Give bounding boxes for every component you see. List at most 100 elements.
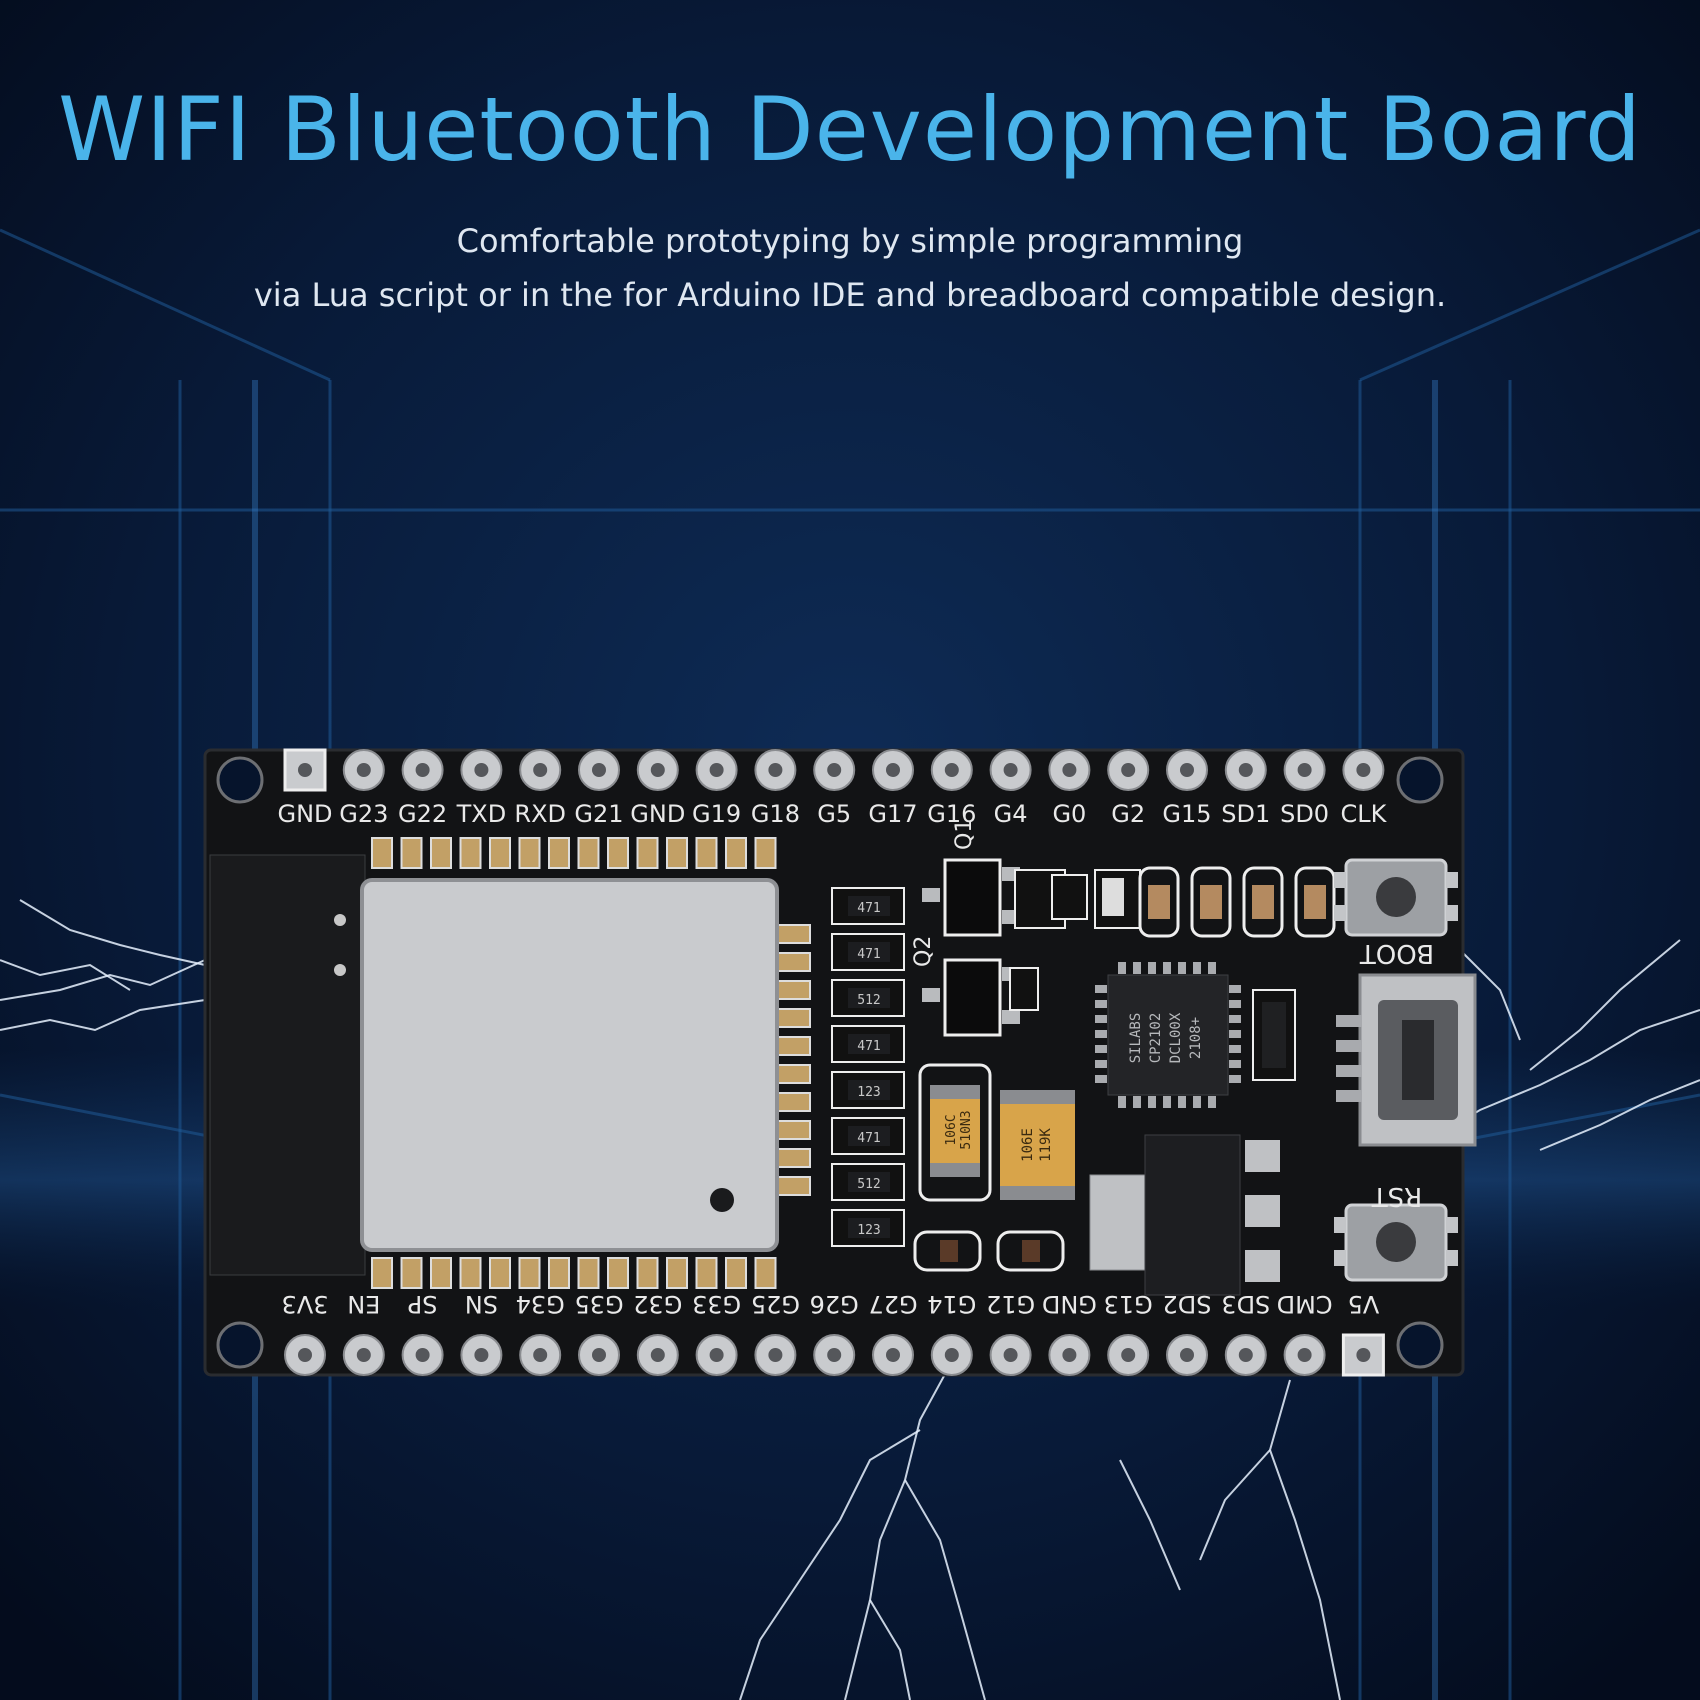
top-pin-label: G4 [994, 800, 1028, 828]
top-pin: SD0 [1280, 749, 1329, 828]
top-pin: RXD [514, 749, 566, 828]
diode [1252, 989, 1296, 1081]
transistor-q1 [922, 858, 1020, 937]
resistor-123 [1009, 967, 1039, 1011]
top-pin: CLK [1340, 749, 1388, 828]
module-pad [754, 837, 777, 869]
module-pad [777, 1120, 811, 1140]
voltage-regulator [1089, 1134, 1280, 1296]
top-pin-label: G17 [868, 800, 917, 828]
mounting-hole [1396, 1321, 1444, 1369]
resistor-code: 512 [857, 993, 880, 1008]
module-pad [777, 1092, 811, 1112]
bottom-pin: G34 [516, 1290, 565, 1376]
module-pad [489, 1257, 511, 1289]
module-pad [607, 1257, 629, 1289]
top-pin: SD1 [1221, 749, 1270, 828]
bottom-pin-label: G14 [927, 1290, 976, 1318]
resistor: 123 [831, 1071, 905, 1109]
top-pin-label: GND [630, 800, 685, 828]
resistor-201 [1014, 869, 1141, 929]
module-pad [695, 837, 718, 869]
top-pin-label: G16 [927, 800, 976, 828]
mounting-hole [216, 1321, 264, 1369]
bottom-pin: GND [1042, 1290, 1097, 1376]
top-pin: G16 [927, 749, 976, 828]
top-pin-label: G23 [339, 800, 388, 828]
module-pad [777, 1148, 811, 1168]
module-pads-top [371, 837, 777, 869]
module-pad [400, 1257, 423, 1289]
resistor-code: 512 [857, 1177, 880, 1192]
reset-button[interactable] [1334, 1203, 1458, 1282]
capacitor [1138, 866, 1180, 938]
resistor: 512 [831, 1163, 905, 1201]
bottom-pin: G27 [868, 1290, 918, 1376]
boot-button[interactable] [1334, 858, 1458, 937]
top-pin: G17 [868, 749, 918, 828]
top-pin-label: G22 [398, 800, 447, 828]
module-pad [607, 837, 629, 869]
bottom-pin-label: 3V3 [282, 1290, 329, 1318]
bottom-pin: G14 [927, 1290, 976, 1376]
module-pad [777, 1064, 811, 1084]
bottom-pin-label: G33 [692, 1290, 741, 1318]
bottom-pin: G26 [810, 1290, 859, 1376]
rf-shield [360, 878, 779, 1252]
module-pad [548, 1257, 570, 1289]
bottom-pin: G25 [751, 1290, 800, 1376]
top-pin-label: G19 [692, 800, 741, 828]
capacitor [1294, 866, 1336, 938]
resistor: 471 [831, 1117, 905, 1155]
module-pad [777, 1008, 811, 1028]
module-pad [400, 837, 423, 869]
chip-marking-4: 2108+ [1188, 1017, 1204, 1059]
smd-capacitor [913, 1230, 1065, 1272]
top-pin-label: SD0 [1280, 800, 1329, 828]
module-pad [725, 1257, 747, 1289]
bottom-pin-label: G26 [810, 1290, 859, 1318]
cap1-marking-1: 106C [944, 1114, 959, 1145]
bottom-pin-label: CMD [1277, 1290, 1333, 1318]
module-pad [636, 1257, 659, 1289]
bottom-pin: G33 [692, 1290, 741, 1376]
rst-label: RST [1372, 1181, 1423, 1211]
bottom-pin-label: SN [465, 1290, 498, 1318]
top-pin-label: SD1 [1221, 800, 1270, 828]
bottom-pin-label: V5 [1348, 1290, 1380, 1318]
micro-usb-port[interactable] [1336, 973, 1477, 1147]
subtitle-line-1: Comfortable prototyping by simple progra… [456, 222, 1244, 260]
mounting-hole [216, 756, 264, 804]
resistor-code: 471 [857, 901, 880, 916]
module-pad [430, 837, 452, 869]
bottom-pin: CMD [1277, 1290, 1333, 1376]
resistor: 512 [831, 979, 905, 1017]
module-pad [777, 1036, 811, 1056]
pin1-marker [710, 1188, 734, 1212]
top-pin: G23 [339, 749, 388, 828]
top-pin: GND [277, 748, 333, 828]
bottom-pin: G32 [633, 1290, 682, 1376]
bottom-pin: G35 [574, 1290, 624, 1376]
q2-label: Q2 [911, 936, 936, 967]
resistor-code: 471 [857, 1039, 880, 1054]
module-pad [636, 837, 659, 869]
module-pad [695, 1257, 718, 1289]
tantalum-cap-1 [918, 1063, 992, 1202]
top-pin: G2 [1107, 749, 1150, 828]
module-pad [371, 837, 393, 869]
top-pin: TXD [456, 749, 506, 828]
boot-label: BOOT [1360, 938, 1434, 968]
bottom-pin: G13 [1104, 1290, 1153, 1376]
chip-marking-2: CP2102 [1148, 1013, 1164, 1064]
resistor-code: 123 [857, 1223, 880, 1238]
module-pad [548, 837, 570, 869]
module-pad [725, 837, 747, 869]
bottom-pin: EN [342, 1290, 385, 1376]
bottom-pin-label: SP [408, 1290, 438, 1318]
module-pad [577, 1257, 600, 1289]
bottom-pin: V5 [1341, 1290, 1385, 1377]
